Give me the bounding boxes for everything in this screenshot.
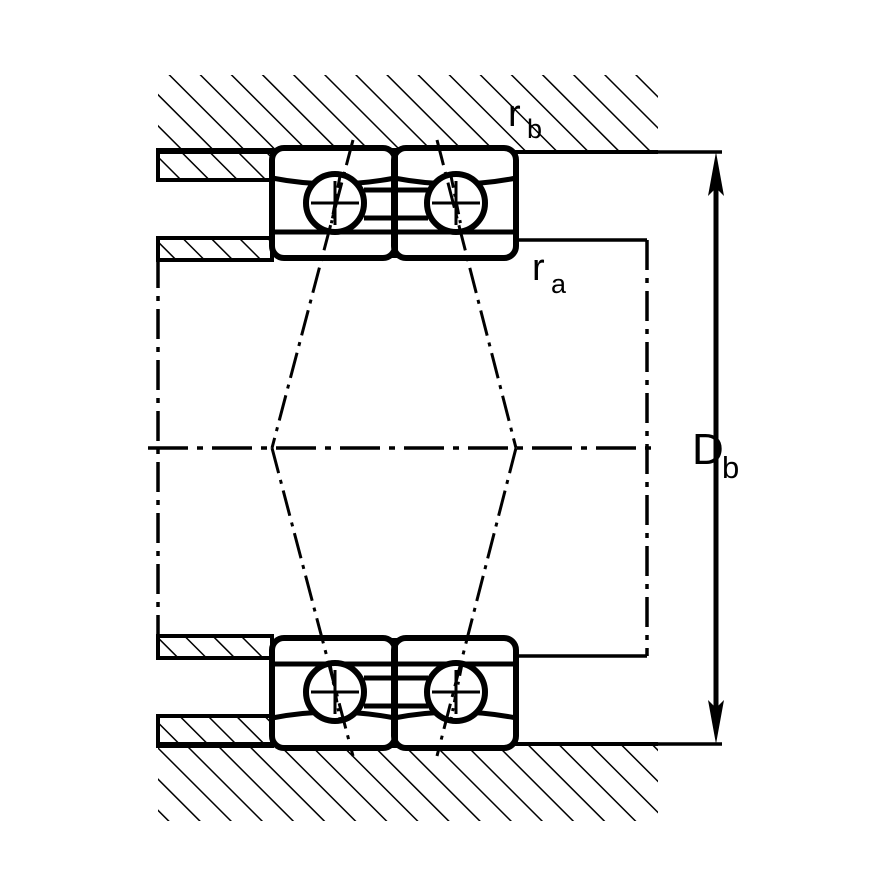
- bearing-upper-assembly: [269, 145, 519, 261]
- label-db-sub: b: [722, 450, 739, 485]
- label-ra-base: r: [532, 247, 545, 289]
- contact-line-ll: [270, 447, 355, 757]
- inner-ring-band-top-rect: [156, 236, 274, 262]
- housing-outer-bottom: [158, 742, 658, 821]
- label-ra-sub: a: [551, 269, 567, 299]
- label-rb-base: r: [508, 93, 521, 135]
- shaft-sleeve-bottom-rect: [156, 714, 274, 748]
- db-dimension-group: [516, 150, 724, 746]
- housing-hatch-top-fill: [158, 75, 658, 152]
- shaft-sleeve-bottom: [156, 714, 274, 748]
- bearing-lower-assembly: [269, 635, 519, 751]
- housing-outer-top: [158, 75, 658, 154]
- contact-line-lr: [435, 447, 518, 757]
- db-arrowhead-top: [708, 152, 724, 196]
- housing-hatch-bottom-fill: [158, 744, 658, 821]
- label-db-base: D: [692, 425, 724, 474]
- stub-ul: [328, 175, 342, 232]
- contact-line-ul: [270, 139, 355, 449]
- contact-angle-lines: [270, 139, 518, 757]
- inner-ring-band-bottom: [156, 634, 274, 660]
- label-rb-sub: b: [527, 114, 542, 144]
- shaft-sleeve-top-rect: [156, 148, 274, 182]
- contact-line-ur: [435, 139, 518, 449]
- ball-contact-stubs: [328, 175, 464, 720]
- ra-dimension-group: [516, 238, 649, 658]
- label-db-group: D b: [692, 425, 739, 485]
- label-rb-group: r b: [508, 93, 542, 144]
- shaft-sleeve-top: [156, 148, 274, 182]
- stub-ur: [449, 175, 464, 232]
- db-arrowhead-bottom: [708, 700, 724, 744]
- inner-ring-band-top: [156, 236, 274, 262]
- inner-ring-band-bottom-rect: [156, 634, 274, 660]
- stub-ll: [328, 663, 342, 720]
- label-ra-group: r a: [532, 247, 567, 299]
- stub-lr: [449, 663, 464, 720]
